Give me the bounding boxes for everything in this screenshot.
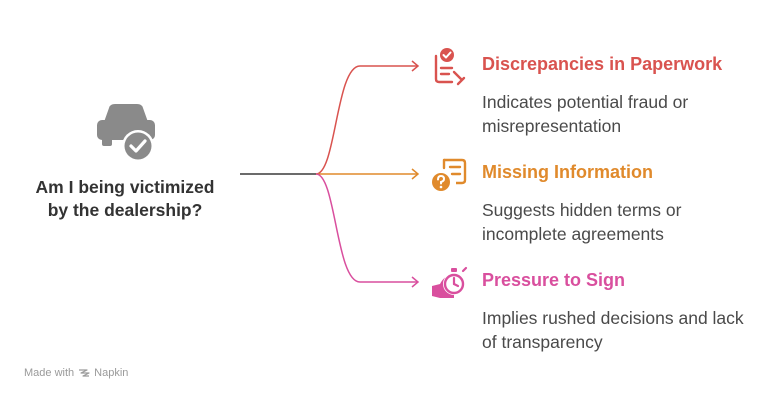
question-line-2: by the dealership? (47, 200, 203, 220)
central-question: Am I being victimized by the dealership? (20, 176, 230, 222)
connector-line-pressure (315, 173, 418, 283)
branch-title-missing-information: Missing Information (482, 162, 653, 182)
hand-stopwatch-icon (432, 266, 468, 298)
branch-desc-pressure-to-sign: Implies rushed decisions and lack of tra… (482, 308, 744, 352)
arrowhead-missing (411, 168, 420, 180)
document-question-icon (432, 158, 467, 191)
connector-line-discrepancies (315, 65, 418, 175)
branch-title-discrepancies: Discrepancies in Paperwork (482, 54, 723, 74)
watermark-made-with: Made with (24, 367, 75, 379)
branch-desc-discrepancies: Indicates potential fraud or misrepresen… (482, 92, 689, 136)
arrowhead-pressure (411, 276, 420, 288)
question-line-1: Am I being victimized (35, 177, 215, 197)
car-check-icon (97, 104, 155, 162)
napkin-logo-icon (79, 369, 90, 377)
document-check-icon (434, 48, 466, 86)
branch-title-pressure-to-sign: Pressure to Sign (482, 270, 626, 290)
branch-desc-missing-information: Suggests hidden terms or incomplete agre… (482, 200, 682, 244)
watermark-brand: Napkin (94, 367, 129, 379)
arrowhead-discrepancies (411, 60, 420, 72)
napkin-watermark: Made with Napkin (24, 367, 128, 379)
